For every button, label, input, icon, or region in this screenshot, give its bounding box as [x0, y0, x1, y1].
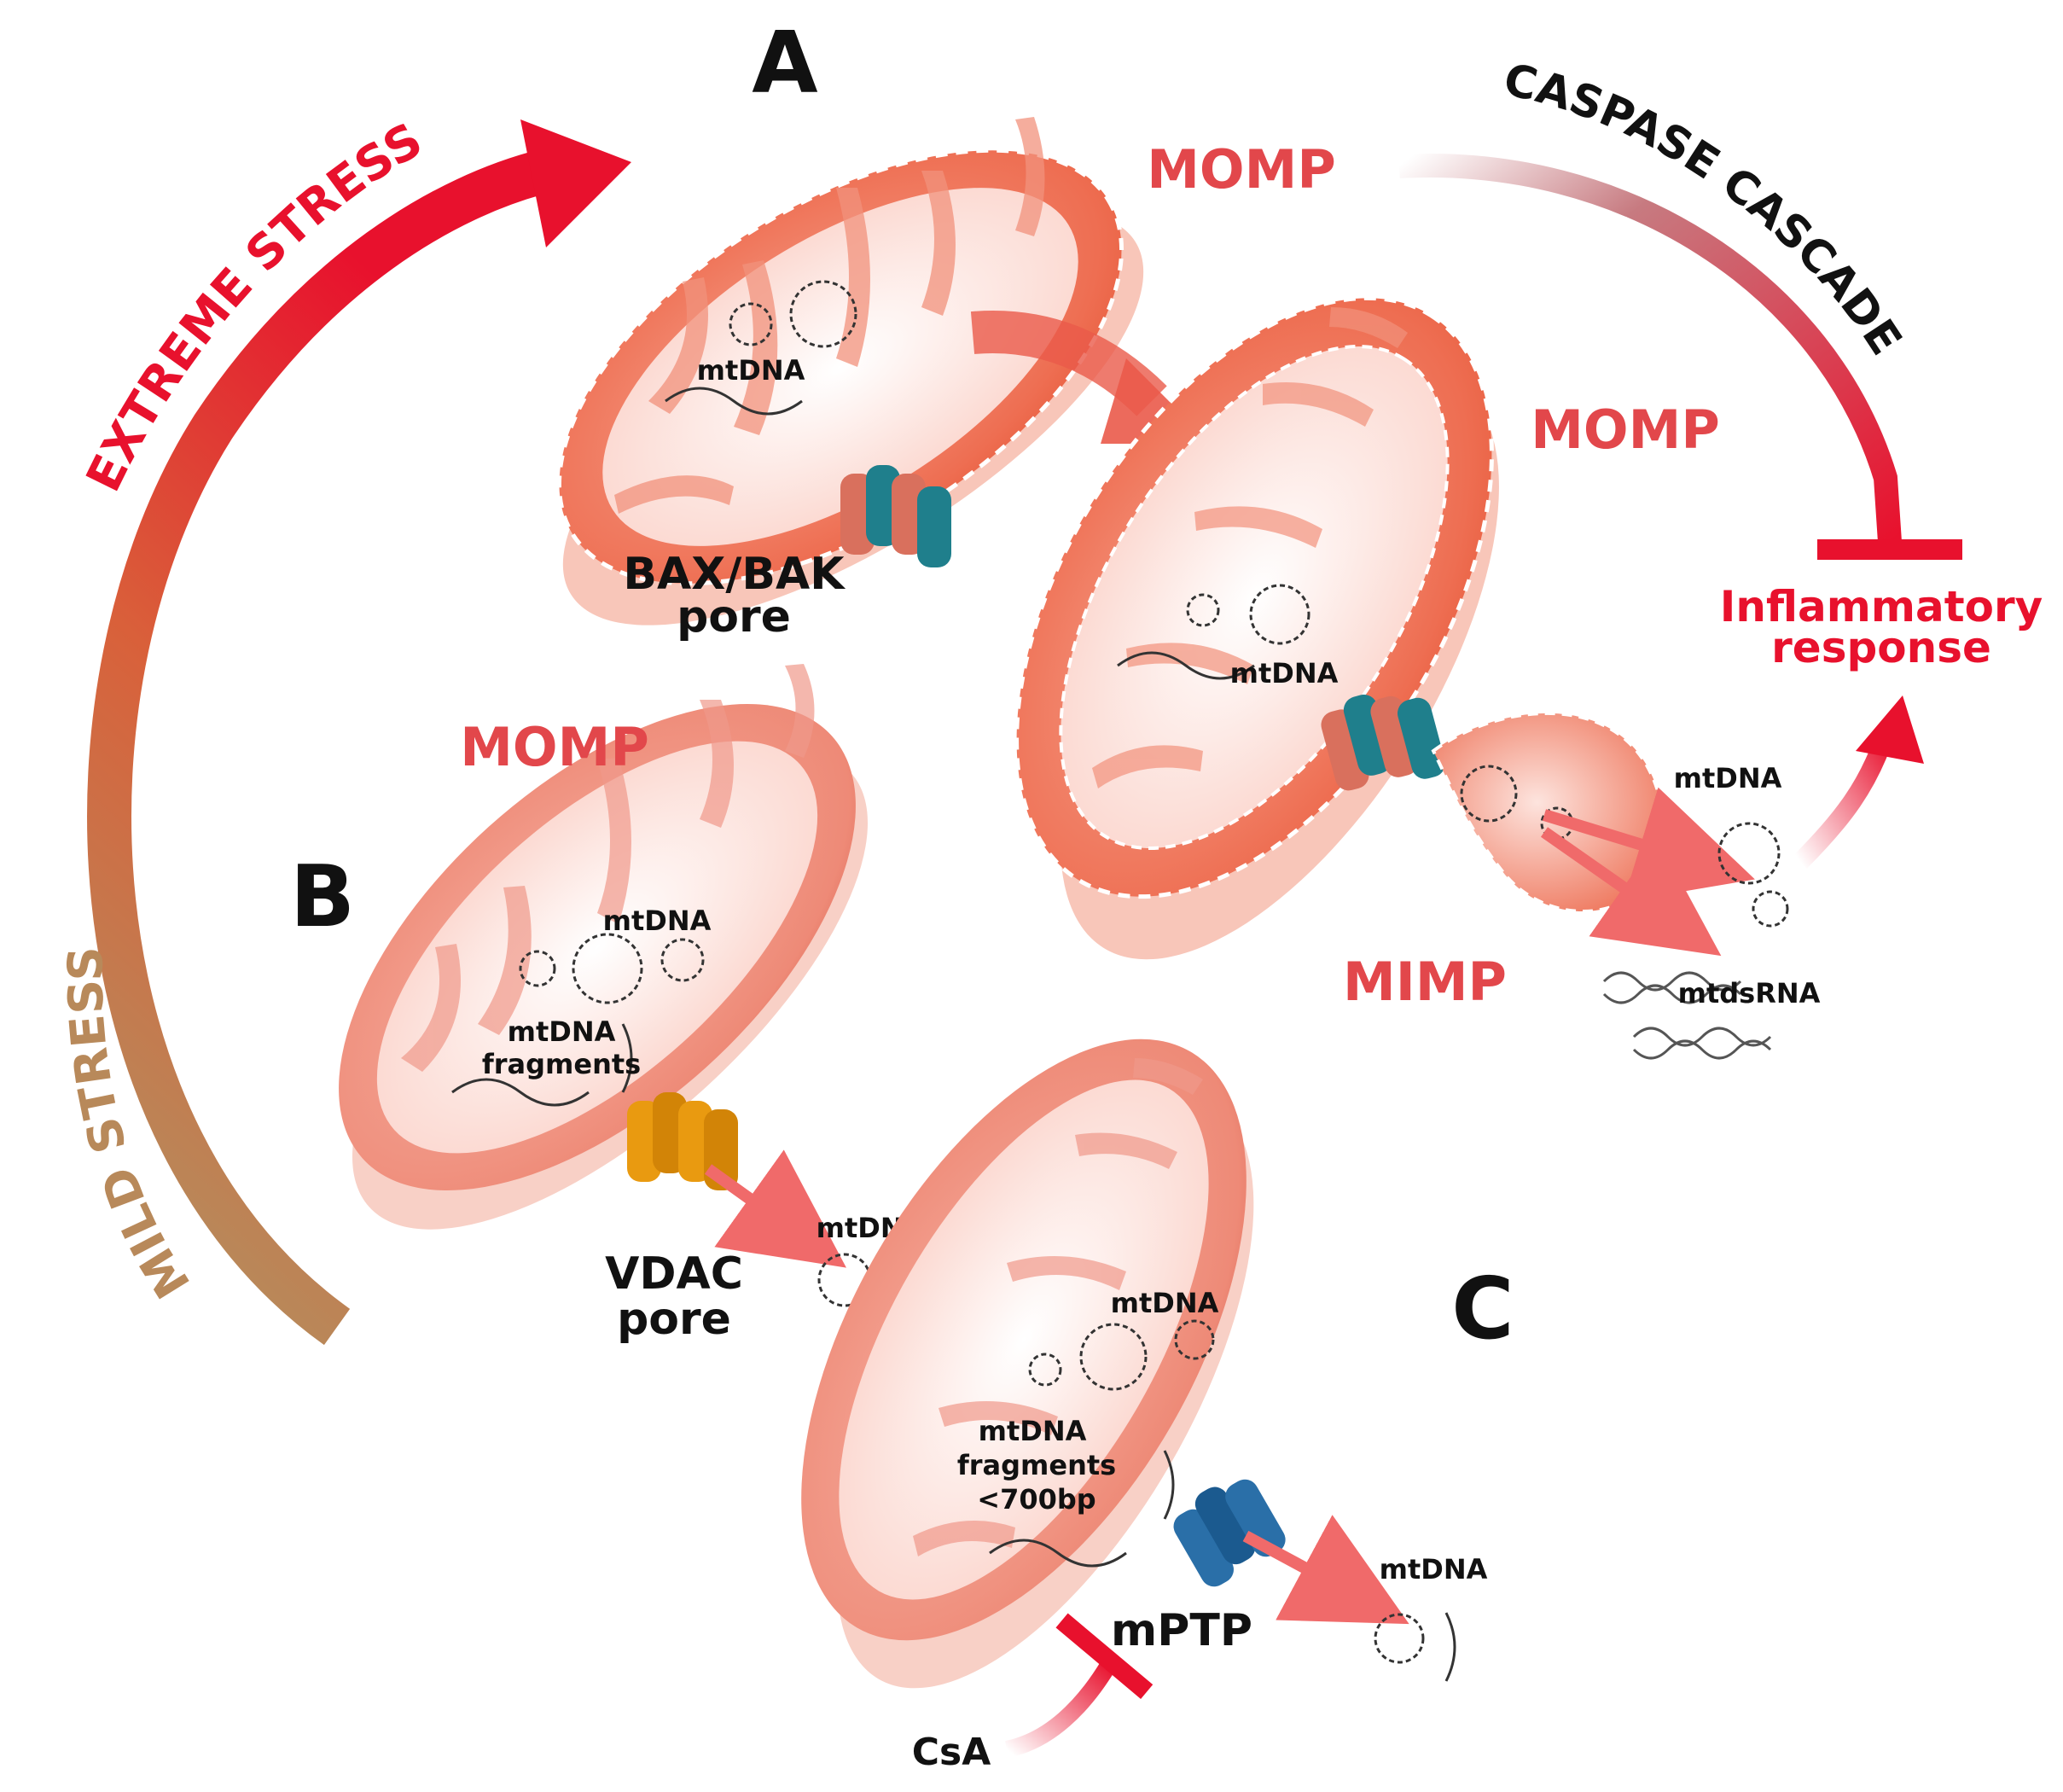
stress-arrowhead [520, 119, 631, 247]
caspase-cascade-label: CASPASE CASCADE [1499, 55, 1911, 364]
mtdna-strand-a2 [1117, 651, 1255, 680]
mtdna-fragments-label-c3: <700bp [977, 1483, 1095, 1516]
panel-label-c: C [1451, 1259, 1514, 1359]
arrow-to-inflammatory-head [1856, 695, 1924, 764]
stress-arc [87, 148, 552, 1346]
mtdna-label-c: mtDNA [1111, 1287, 1219, 1319]
momp-label-b: MOMP [460, 716, 649, 778]
mtdna-fragments-label-b1: mtDNA [508, 1015, 616, 1048]
vdac-label-line1: VDAC [605, 1248, 743, 1300]
bax-bak-pore-a2 [1321, 694, 1446, 791]
momp-label-a: MOMP [1147, 138, 1336, 201]
extreme-stress-text: EXTREME STRESS [76, 113, 432, 500]
mtdna-fragments-c [989, 1450, 1175, 1568]
bax-bak-pore-a [840, 465, 951, 567]
panel-label-b: B [290, 847, 355, 946]
mptp-label: mPTP [1111, 1605, 1252, 1656]
momp-label-a2: MOMP [1531, 399, 1720, 461]
mtdna-fragments-label-c1: mtDNA [979, 1415, 1087, 1447]
csa-label: CsA [912, 1731, 991, 1774]
mtdna-fragments-label-b2: fragments [482, 1048, 641, 1080]
mitochondrion-b [339, 664, 869, 1230]
panel-label-a: A [752, 13, 817, 113]
csa-inhibition-arc [1004, 1659, 1117, 1758]
released-mtdna-label-c: mtDNA [1380, 1553, 1488, 1585]
caspase-cascade-text: CASPASE CASCADE [1499, 55, 1911, 364]
mtdna-circles-c [1028, 1319, 1215, 1391]
mtdna-fragments-b [451, 1023, 633, 1107]
mtdsrna-helix [1602, 971, 1772, 1060]
mtdna-fragments-label-c2: fragments [957, 1449, 1116, 1481]
mtdna-strand-a [665, 387, 803, 416]
inflammatory-label-line1: Inflammatory [1720, 582, 2043, 631]
mtdsrna-label: mtdsRNA [1678, 977, 1821, 1009]
caspase-inhibition-bar [1817, 539, 1962, 560]
released-mtdna-strand-c [1444, 1612, 1456, 1682]
mimp-label: MIMP [1343, 951, 1507, 1013]
extreme-stress-label: EXTREME STRESS [76, 113, 432, 500]
mitochondrion-c [801, 1039, 1254, 1689]
bax-bak-label-line2: pore [677, 591, 791, 643]
mtdna-label-a2: mtDNA [1230, 657, 1339, 689]
released-mtdna-label-a: mtDNA [1674, 762, 1782, 794]
released-mtdna-c [1374, 1613, 1425, 1664]
inflammatory-label-line2: response [1771, 623, 1991, 672]
mtdna-circles-b [519, 933, 705, 1004]
csa-inhibition-bar [1055, 1613, 1154, 1699]
mtdna-label-b: mtDNA [603, 905, 712, 937]
mtdna-label-a: mtDNA [697, 354, 805, 387]
released-mtdna-a [1717, 822, 1789, 928]
vdac-release-arrow [704, 1149, 846, 1268]
vdac-label-line2: pore [617, 1294, 731, 1345]
caspase-arc [1398, 154, 1902, 543]
mtdna-circles-a2 [1186, 584, 1310, 645]
release-arrow-mtdsrna [1540, 827, 1722, 957]
bax-bak-label-line1: BAX/BAK [623, 549, 846, 600]
mptp-pore [1173, 1479, 1286, 1587]
mptp-release-arrow [1242, 1515, 1409, 1625]
mtdna-circles-a [729, 280, 857, 348]
